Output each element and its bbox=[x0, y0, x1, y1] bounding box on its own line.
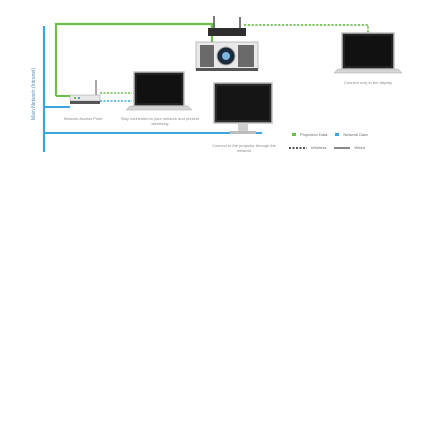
legend-data-types: Projection Data Network Data bbox=[292, 132, 368, 137]
label-stay-connected: Stay connected to your network and prese… bbox=[120, 116, 200, 126]
label-connect-display: Connect only to the display bbox=[343, 80, 393, 85]
label-connect-projector: Connect to the projector through the net… bbox=[211, 143, 277, 153]
wired-swatch bbox=[334, 146, 351, 149]
laptop-right-icon bbox=[333, 32, 403, 74]
legend-wireless: Wireless bbox=[311, 145, 327, 150]
legend-projection-data: Projection Data bbox=[300, 132, 328, 137]
laptop-icon bbox=[125, 71, 193, 111]
projection-data-swatch bbox=[292, 133, 296, 136]
label-access-point: Network Access Point bbox=[63, 116, 103, 121]
legend-connection-types: Wireless Wired bbox=[289, 145, 365, 150]
side-label: Main Network (Intranet) bbox=[31, 67, 37, 120]
projection-wireless-right bbox=[244, 24, 369, 34]
legend-wired: Wired bbox=[354, 145, 365, 150]
router-icon bbox=[69, 80, 101, 104]
projector-icon bbox=[195, 16, 259, 71]
wireless-swatch bbox=[289, 146, 307, 149]
network-data-swatch bbox=[335, 133, 340, 136]
legend-network-data: Network Data bbox=[343, 132, 368, 137]
monitor-icon bbox=[213, 82, 273, 134]
